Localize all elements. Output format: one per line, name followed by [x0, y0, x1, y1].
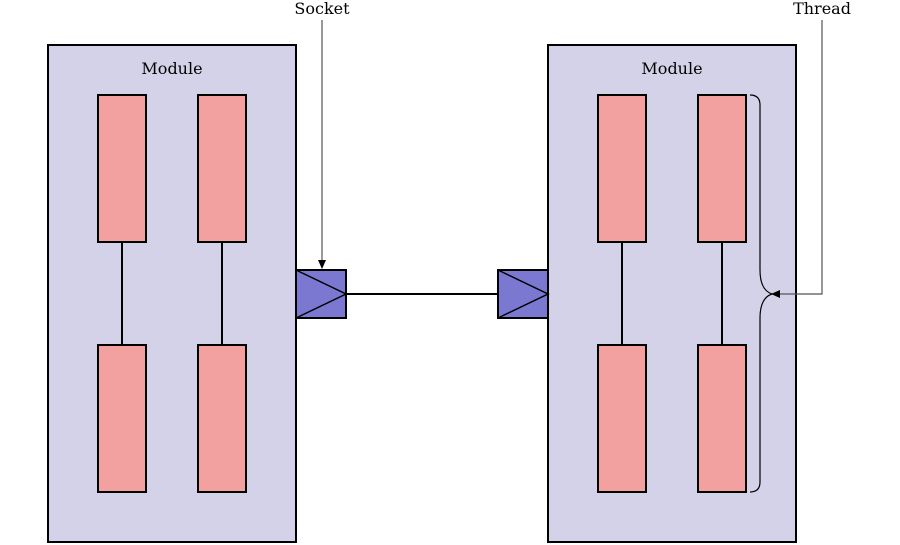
- thread-block: [597, 94, 647, 243]
- module-left-box: [47, 44, 297, 543]
- thread-block: [697, 344, 747, 493]
- socket-right-chevron: [497, 269, 550, 319]
- thread-block: [97, 344, 147, 493]
- socket-right-box: [497, 269, 549, 319]
- socket-left-box: [295, 269, 347, 319]
- thread-block: [697, 94, 747, 243]
- thread-block: [597, 344, 647, 493]
- thread-label: Thread: [793, 0, 851, 18]
- socket-label: Socket: [294, 0, 350, 18]
- thread-block: [97, 94, 147, 243]
- module-right-box: [547, 44, 797, 543]
- socket-right: [497, 269, 550, 319]
- socket-left: [295, 269, 348, 319]
- socket-left-chevron: [295, 269, 348, 319]
- module-right-title: Module: [641, 59, 702, 78]
- thread-block: [197, 344, 247, 493]
- module-left-title: Module: [141, 59, 202, 78]
- module-left: Module: [47, 44, 297, 543]
- module-right: Module: [547, 44, 797, 543]
- thread-pointer: [771, 20, 823, 298]
- thread-block: [197, 94, 247, 243]
